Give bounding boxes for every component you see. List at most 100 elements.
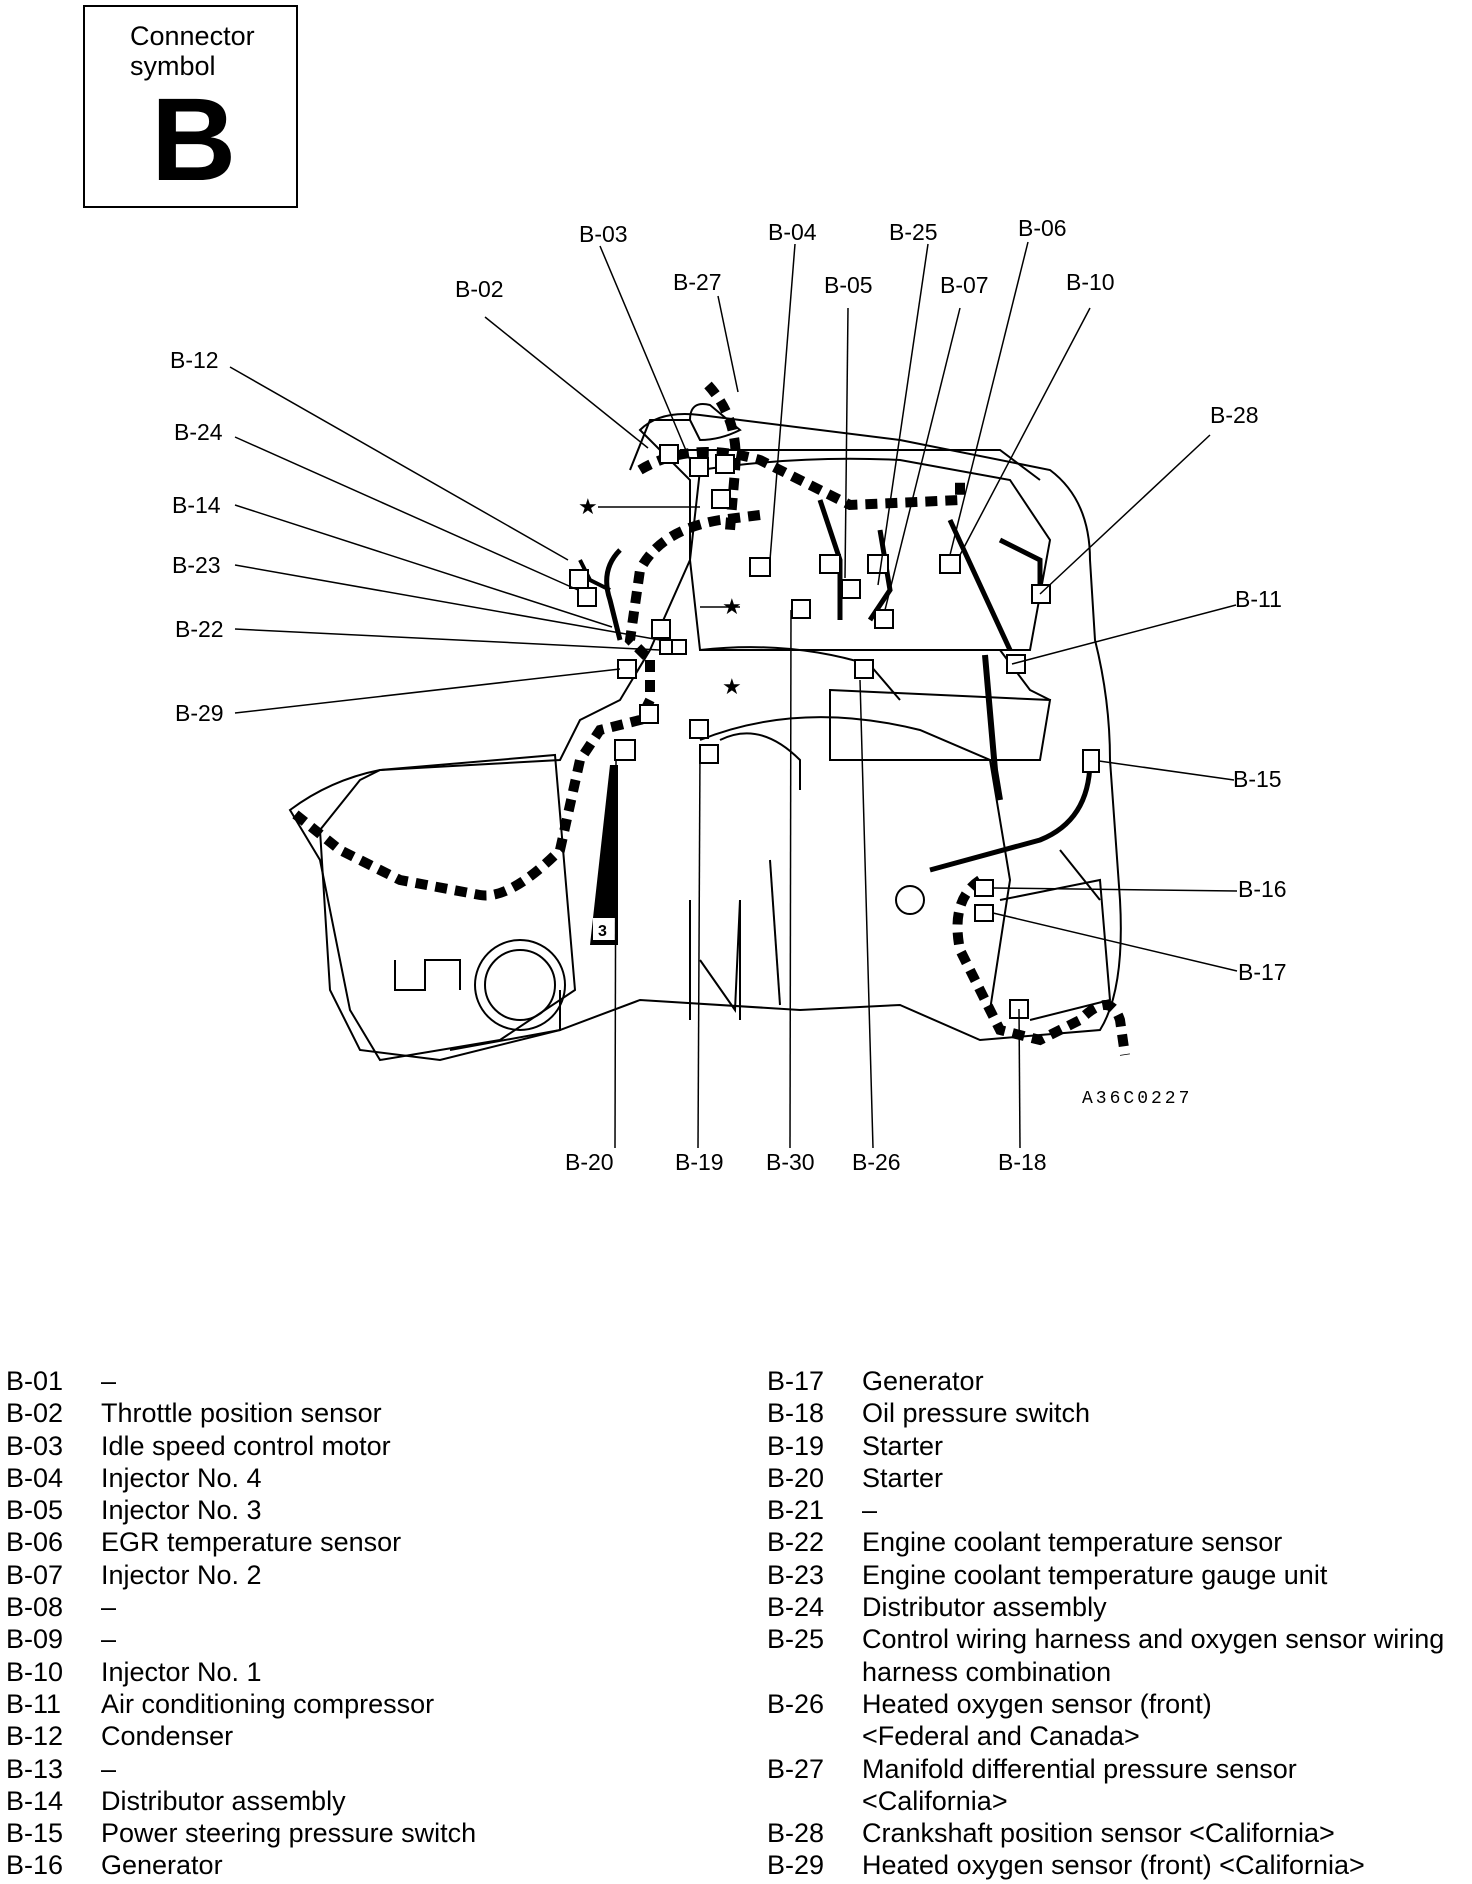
legend-desc: Power steering pressure switch — [101, 1818, 477, 1849]
callout-b14: B-14 — [172, 492, 221, 518]
legend-row: B-29 Heated oxygen sensor (front) <Califo… — [767, 1849, 1472, 1881]
legend-desc: Engine coolant temperature gauge unit — [862, 1559, 1328, 1590]
legend-desc: Throttle position sensor — [101, 1398, 382, 1429]
legend-code: B-24 — [767, 1592, 825, 1623]
callout-b17: B-17 — [1238, 959, 1287, 985]
legend-code: B-16 — [6, 1850, 64, 1881]
legend-desc: Engine coolant temperature sensor — [862, 1527, 1283, 1558]
legend-row: B-21– — [767, 1494, 1472, 1526]
legend-desc: Distributor assembly — [862, 1592, 1107, 1623]
legend-desc: Manifold differential pressure sensor — [862, 1753, 1297, 1784]
callout-b29: B-29 — [175, 700, 224, 726]
callout-b22: B-22 — [175, 616, 224, 642]
legend-desc: Starter — [862, 1462, 944, 1493]
legend-code: B-09 — [6, 1624, 64, 1655]
legend-desc: – — [101, 1366, 117, 1396]
marker-3-label: 3 — [598, 923, 607, 940]
legend-code: B-06 — [6, 1527, 64, 1558]
connector-symbol-letter: B — [151, 74, 237, 206]
legend-code: B-05 — [6, 1495, 64, 1526]
connector-blocks — [569, 444, 1100, 1019]
legend-row: B-18 Oil pressure switch — [767, 1397, 1472, 1429]
callout-b04: B-04 — [768, 219, 817, 245]
callout-b03: B-03 — [579, 221, 628, 247]
callout-b27: B-27 — [673, 269, 722, 295]
callout-b19: B-19 — [675, 1149, 724, 1175]
legend-row: B-15 Power steering pressure switch — [6, 1817, 726, 1849]
legend-desc: – — [101, 1592, 117, 1623]
legend-row: B-03 Idle speed control motor — [6, 1430, 726, 1462]
connector-symbol-box: Connector symbol B — [83, 5, 298, 208]
legend-row: B-22 Engine coolant temperature sensor — [767, 1526, 1472, 1558]
callout-b07: B-07 — [940, 272, 989, 298]
legend-desc: Condenser — [101, 1721, 234, 1752]
engine-harness-diagram: 3 ★ ★ ★ B-02 — [170, 215, 1287, 1175]
legend-desc: Starter — [862, 1430, 944, 1461]
legend-code: B-11 — [6, 1688, 62, 1719]
callout-labels: B-02 B-03 B-04 B-05 B-06 B-07 B-10 B-11 … — [170, 215, 1287, 1175]
marker-3: 3 — [590, 765, 618, 945]
leader-lines — [229, 241, 1238, 1149]
callout-b05: B-05 — [824, 272, 873, 298]
legend-desc: Control wiring harness and oxygen sensor… — [862, 1624, 1445, 1655]
legend-desc: Injector No. 3 — [101, 1495, 262, 1526]
star-symbol: ★ — [578, 495, 598, 520]
legend-code: B-14 — [6, 1785, 64, 1816]
legend-code: B-25 — [767, 1624, 825, 1655]
legend-desc: Injector No. 4 — [101, 1462, 262, 1493]
star-leader-lines — [598, 506, 740, 608]
legend-desc: Heated oxygen sensor (front) — [862, 1688, 1212, 1719]
legend-desc: Generator — [101, 1850, 223, 1881]
legend-code: B-13 — [6, 1753, 64, 1784]
star-symbol: ★ — [722, 675, 742, 700]
legend-code: B-28 — [767, 1818, 825, 1849]
legend-code: B-18 — [767, 1398, 825, 1429]
legend-code: B-15 — [6, 1818, 64, 1849]
legend-code: B-29 — [767, 1850, 825, 1881]
callout-b10: B-10 — [1066, 269, 1115, 295]
legend-desc: Crankshaft position sensor <California> — [862, 1818, 1335, 1849]
legend-desc: harness combination — [862, 1656, 1112, 1687]
figure-code: A36C0227 — [1082, 1089, 1192, 1109]
legend-code: B-08 — [6, 1592, 64, 1623]
legend-desc: Heated oxygen sensor (front) <California… — [862, 1850, 1365, 1881]
legend-row: B-25 Control wiring harness and oxygen se… — [767, 1623, 1472, 1655]
legend-code: B-19 — [767, 1430, 825, 1461]
wiring-harness — [286, 381, 1130, 1056]
callout-b30: B-30 — [766, 1149, 815, 1175]
legend-code: B-22 — [767, 1527, 825, 1558]
legend-code: B-20 — [767, 1462, 825, 1493]
legend-row: B-09– — [6, 1623, 726, 1655]
callout-b28: B-28 — [1210, 402, 1259, 428]
legend-row: B-08 – — [6, 1591, 726, 1623]
legend-desc: Generator — [862, 1366, 984, 1396]
legend-row: B-27 Manifold differential pressure senso… — [767, 1753, 1472, 1785]
legend-row: B-16 Generator — [6, 1849, 726, 1881]
callout-b02: B-02 — [455, 276, 504, 302]
callout-b26: B-26 — [852, 1149, 901, 1175]
legend-code: B-27 — [767, 1753, 825, 1784]
legend-desc: Injector No. 1 — [101, 1656, 262, 1687]
legend-desc: Oil pressure switch — [862, 1398, 1091, 1429]
legend-row: B-13 – — [6, 1753, 726, 1785]
legend-code: B-12 — [6, 1721, 64, 1752]
legend-desc: Idle speed control motor — [101, 1430, 391, 1461]
callout-b23: B-23 — [172, 552, 221, 578]
legend-desc: – — [101, 1753, 117, 1784]
connector-symbol-caption: Connector symbol — [130, 21, 255, 81]
callout-b25: B-25 — [889, 219, 938, 245]
legend-row: B-28 Crankshaft position sensor <Californ… — [767, 1817, 1472, 1849]
legend-code — [767, 1720, 862, 1752]
legend-row: B-05 Injector No. 3 — [6, 1494, 726, 1526]
legend-row: <Federal and Canada> — [767, 1720, 1472, 1752]
callout-b16: B-16 — [1238, 876, 1287, 902]
legend-code: B-03 — [6, 1430, 64, 1461]
legend-desc: EGR temperature sensor — [101, 1527, 402, 1558]
legend-row: B-24 Distributor assembly — [767, 1591, 1472, 1623]
legend-desc: Injector No. 2 — [101, 1559, 262, 1590]
